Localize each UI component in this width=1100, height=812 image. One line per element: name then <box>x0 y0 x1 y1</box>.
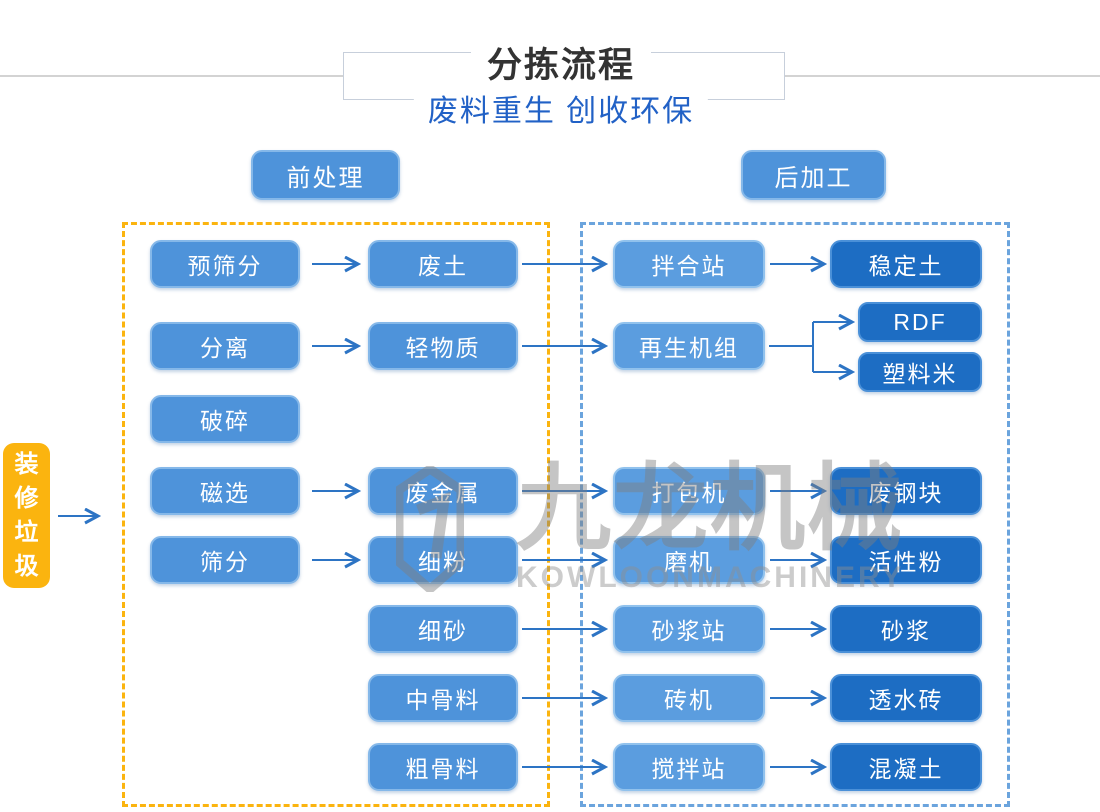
node-coarse-aggregate: 粗骨料 <box>368 743 518 791</box>
node-concrete-station: 搅拌站 <box>613 743 765 791</box>
node-mixing-station: 拌合站 <box>613 240 765 288</box>
node-separation: 分离 <box>150 322 300 370</box>
page-title: 分拣流程 <box>470 37 652 88</box>
node-plastic-pellets: 塑料米 <box>858 352 982 392</box>
node-light-material: 轻物质 <box>368 322 518 370</box>
node-mortar: 砂浆 <box>830 605 982 653</box>
node-fine-sand: 细砂 <box>368 605 518 653</box>
node-renovation-waste: 装修垃圾 <box>3 443 50 588</box>
node-pre-screening: 预筛分 <box>150 240 300 288</box>
node-active-powder: 活性粉 <box>830 536 982 584</box>
node-mortar-station: 砂浆站 <box>613 605 765 653</box>
node-stabilized-soil: 稳定土 <box>830 240 982 288</box>
node-baler: 打包机 <box>613 467 765 515</box>
post-processing-zone <box>580 222 1010 807</box>
node-brick-machine: 砖机 <box>613 674 765 722</box>
node-fine-powder: 细粉 <box>368 536 518 584</box>
node-medium-aggregate: 中骨料 <box>368 674 518 722</box>
node-crushing: 破碎 <box>150 395 300 443</box>
node-magnetic-sorting: 磁选 <box>150 467 300 515</box>
node-waste-metal: 废金属 <box>368 467 518 515</box>
node-rdf: RDF <box>858 302 982 342</box>
source-label: 装修垃圾 <box>14 450 39 580</box>
node-permeable-brick: 透水砖 <box>830 674 982 722</box>
node-screening: 筛分 <box>150 536 300 584</box>
node-waste-soil: 废土 <box>368 240 518 288</box>
node-concrete: 混凝土 <box>830 743 982 791</box>
pre-processing-zone <box>122 222 550 807</box>
node-steel-block: 废钢块 <box>830 467 982 515</box>
node-recycling-unit: 再生机组 <box>613 322 765 370</box>
section-label-pre-processing: 前处理 <box>251 150 400 200</box>
node-mill: 磨机 <box>613 536 765 584</box>
section-label-post-processing: 后加工 <box>741 150 886 200</box>
page-subtitle: 废料重生 创收环保 <box>413 86 709 130</box>
